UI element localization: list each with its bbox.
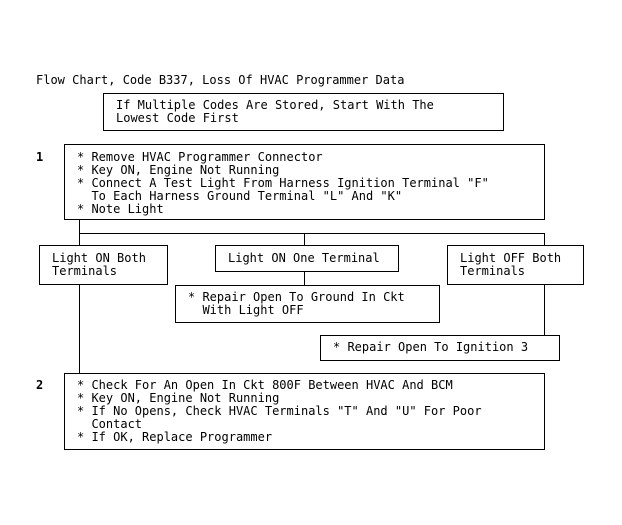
repair-ground-line-2: With Light OFF (188, 303, 304, 317)
connector-left-branch (79, 233, 80, 246)
step-1-line-2: * Key ON, Engine Not Running (77, 163, 280, 177)
repair-ignition-box: * Repair Open To Ignition 3 (320, 335, 560, 361)
step-2-box: * Check For An Open In Ckt 800F Between … (64, 373, 545, 450)
branch-middle-line-1: Light ON One Terminal (228, 251, 380, 265)
repair-ignition-line-1: * Repair Open To Ignition 3 (333, 340, 529, 354)
connector-middle-to-repair (304, 272, 305, 285)
connector-right-branch (544, 233, 545, 246)
connector-left-to-step2 (79, 285, 80, 373)
step-1-line-3: * Connect A Test Light From Harness Igni… (77, 176, 489, 190)
branch-light-on-one-box: Light ON One Terminal (215, 245, 399, 272)
connector-step1-down (79, 220, 80, 234)
step-1-box: * Remove HVAC Programmer Connector * Key… (64, 144, 545, 220)
branch-light-off-both-box: Light OFF Both Terminals (447, 245, 584, 285)
intro-line-1: If Multiple Codes Are Stored, Start With… (116, 98, 434, 112)
step-1-number: 1 (36, 150, 44, 164)
step-2-line-4: Contact (77, 417, 143, 431)
flow-chart-title: Flow Chart, Code B337, Loss Of HVAC Prog… (36, 73, 405, 87)
step-2-line-5: * If OK, Replace Programmer (77, 430, 273, 444)
branch-left-line-1: Light ON Both (52, 251, 146, 265)
step-2-number: 2 (36, 378, 44, 392)
branch-right-line-1: Light OFF Both (460, 251, 562, 265)
connector-branch-horizontal (79, 233, 544, 234)
step-2-line-3: * If No Opens, Check HVAC Terminals "T" … (77, 404, 482, 418)
step-1-line-1: * Remove HVAC Programmer Connector (77, 150, 323, 164)
step-2-line-1: * Check For An Open In Ckt 800F Between … (77, 378, 453, 392)
branch-right-line-2: Terminals (460, 264, 526, 278)
step-1-line-4: To Each Harness Ground Terminal "L" And … (77, 189, 403, 203)
step-1-line-5: * Note Light (77, 202, 164, 216)
connector-middle-branch (304, 233, 305, 245)
branch-light-on-both-box: Light ON Both Terminals (39, 245, 168, 285)
step-2-line-2: * Key ON, Engine Not Running (77, 391, 280, 405)
intro-box: If Multiple Codes Are Stored, Start With… (103, 93, 504, 131)
branch-left-line-2: Terminals (52, 264, 118, 278)
repair-ground-box: * Repair Open To Ground In Ckt With Ligh… (175, 285, 440, 323)
connector-right-to-repair (544, 285, 545, 336)
repair-ground-line-1: * Repair Open To Ground In Ckt (188, 290, 405, 304)
intro-line-2: Lowest Code First (116, 111, 239, 125)
